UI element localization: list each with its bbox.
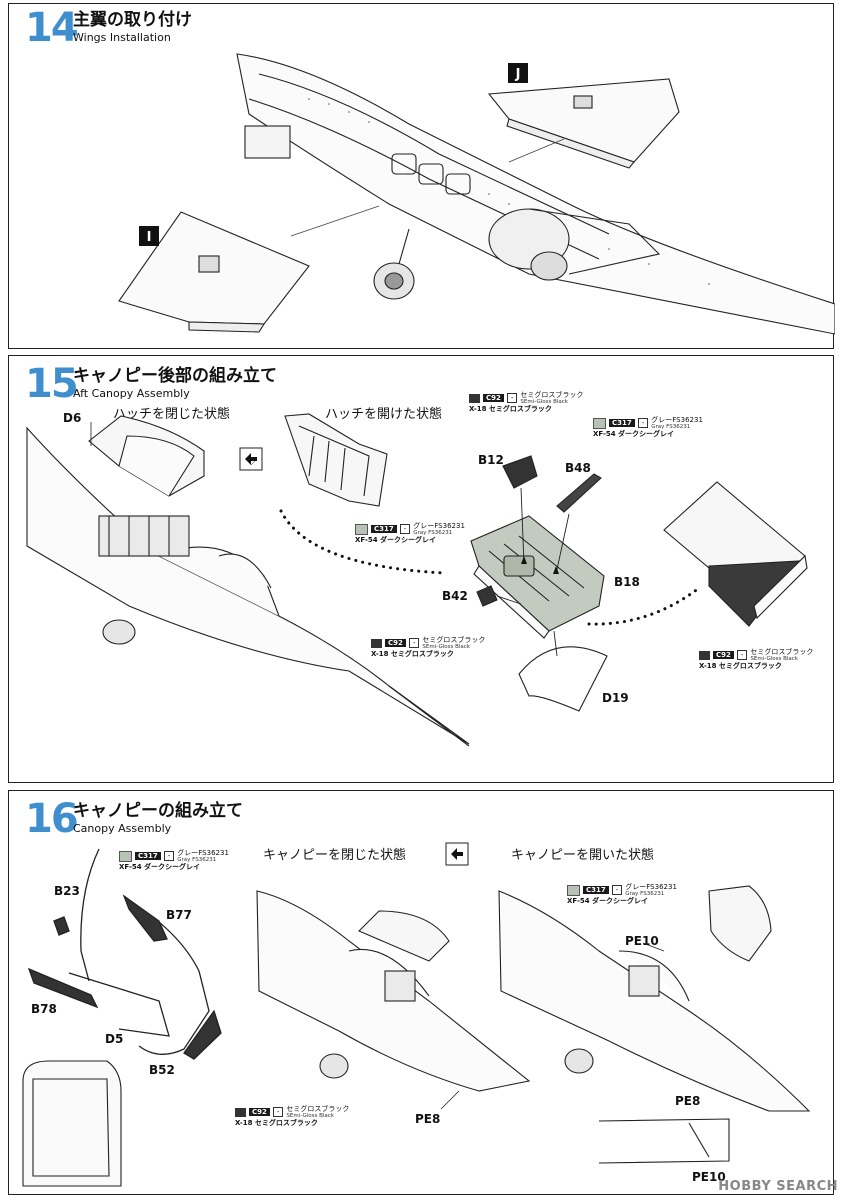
part-b77: B77 bbox=[166, 908, 192, 922]
part-d5: D5 bbox=[105, 1032, 123, 1046]
step-title-jp: キャノピーの組み立て bbox=[73, 801, 243, 821]
hatch-closed-caption: ハッチを閉じた状態 bbox=[113, 406, 230, 422]
swap-icon bbox=[445, 842, 469, 866]
hatch-open-caption: ハッチを開けた状態 bbox=[325, 406, 442, 422]
step-title-jp: キャノピー後部の組み立て bbox=[73, 366, 277, 386]
step-14-panel: 14 主翼の取り付け Wings Installation bbox=[8, 3, 835, 349]
step-number: 15 bbox=[25, 361, 79, 407]
step-title-en: Aft Canopy Assembly bbox=[73, 387, 190, 400]
canopy-assembly-diagram: キャノピーを閉じた状態 キャノピーを開いた状態 B23 B77 B78 D5 B… bbox=[22, 842, 811, 1187]
part-b78: B78 bbox=[31, 1002, 57, 1016]
part-pe10-open: PE10 bbox=[625, 934, 659, 948]
wing-i-label: I bbox=[147, 230, 152, 245]
wings-installation-diagram: I J bbox=[118, 53, 835, 335]
step-16-panel: 16 キャノピーの組み立て Canopy Assembly キャノピーを閉じた状… bbox=[8, 790, 834, 1195]
wing-j-badge bbox=[508, 63, 528, 83]
step-number: 16 bbox=[25, 796, 79, 842]
step-title-en: Wings Installation bbox=[73, 31, 171, 44]
part-b52: B52 bbox=[149, 1063, 175, 1077]
part-pe8-closed: PE8 bbox=[415, 1112, 440, 1126]
part-d6: D6 bbox=[63, 411, 81, 425]
part-b42: B42 bbox=[442, 589, 468, 603]
swap-icon bbox=[239, 447, 263, 471]
canopy-open-caption: キャノピーを開いた状態 bbox=[511, 847, 654, 863]
step-number: 14 bbox=[25, 5, 79, 51]
part-b23: B23 bbox=[54, 884, 80, 898]
canopy-closed-caption: キャノピーを閉じた状態 bbox=[263, 847, 406, 863]
wing-i-badge bbox=[139, 226, 159, 246]
part-b48: B48 bbox=[565, 461, 591, 475]
part-pe8-open: PE8 bbox=[675, 1094, 700, 1108]
watermark: HOBBY SEARCH bbox=[718, 1179, 838, 1194]
step-title-jp: 主翼の取り付け bbox=[73, 10, 192, 30]
aft-canopy-diagram: ハッチを閉じた状態 ハッチを開けた状態 D6 bbox=[26, 406, 808, 747]
wing-j-label: J bbox=[515, 67, 521, 82]
part-b12: B12 bbox=[478, 453, 504, 467]
part-pe10-inset: PE10 bbox=[692, 1170, 726, 1184]
part-b18: B18 bbox=[614, 575, 640, 589]
part-d19: D19 bbox=[602, 691, 629, 705]
step-title-en: Canopy Assembly bbox=[73, 822, 172, 835]
step-15-panel: 15 キャノピー後部の組み立て Aft Canopy Assembly ハッチを… bbox=[8, 355, 834, 783]
